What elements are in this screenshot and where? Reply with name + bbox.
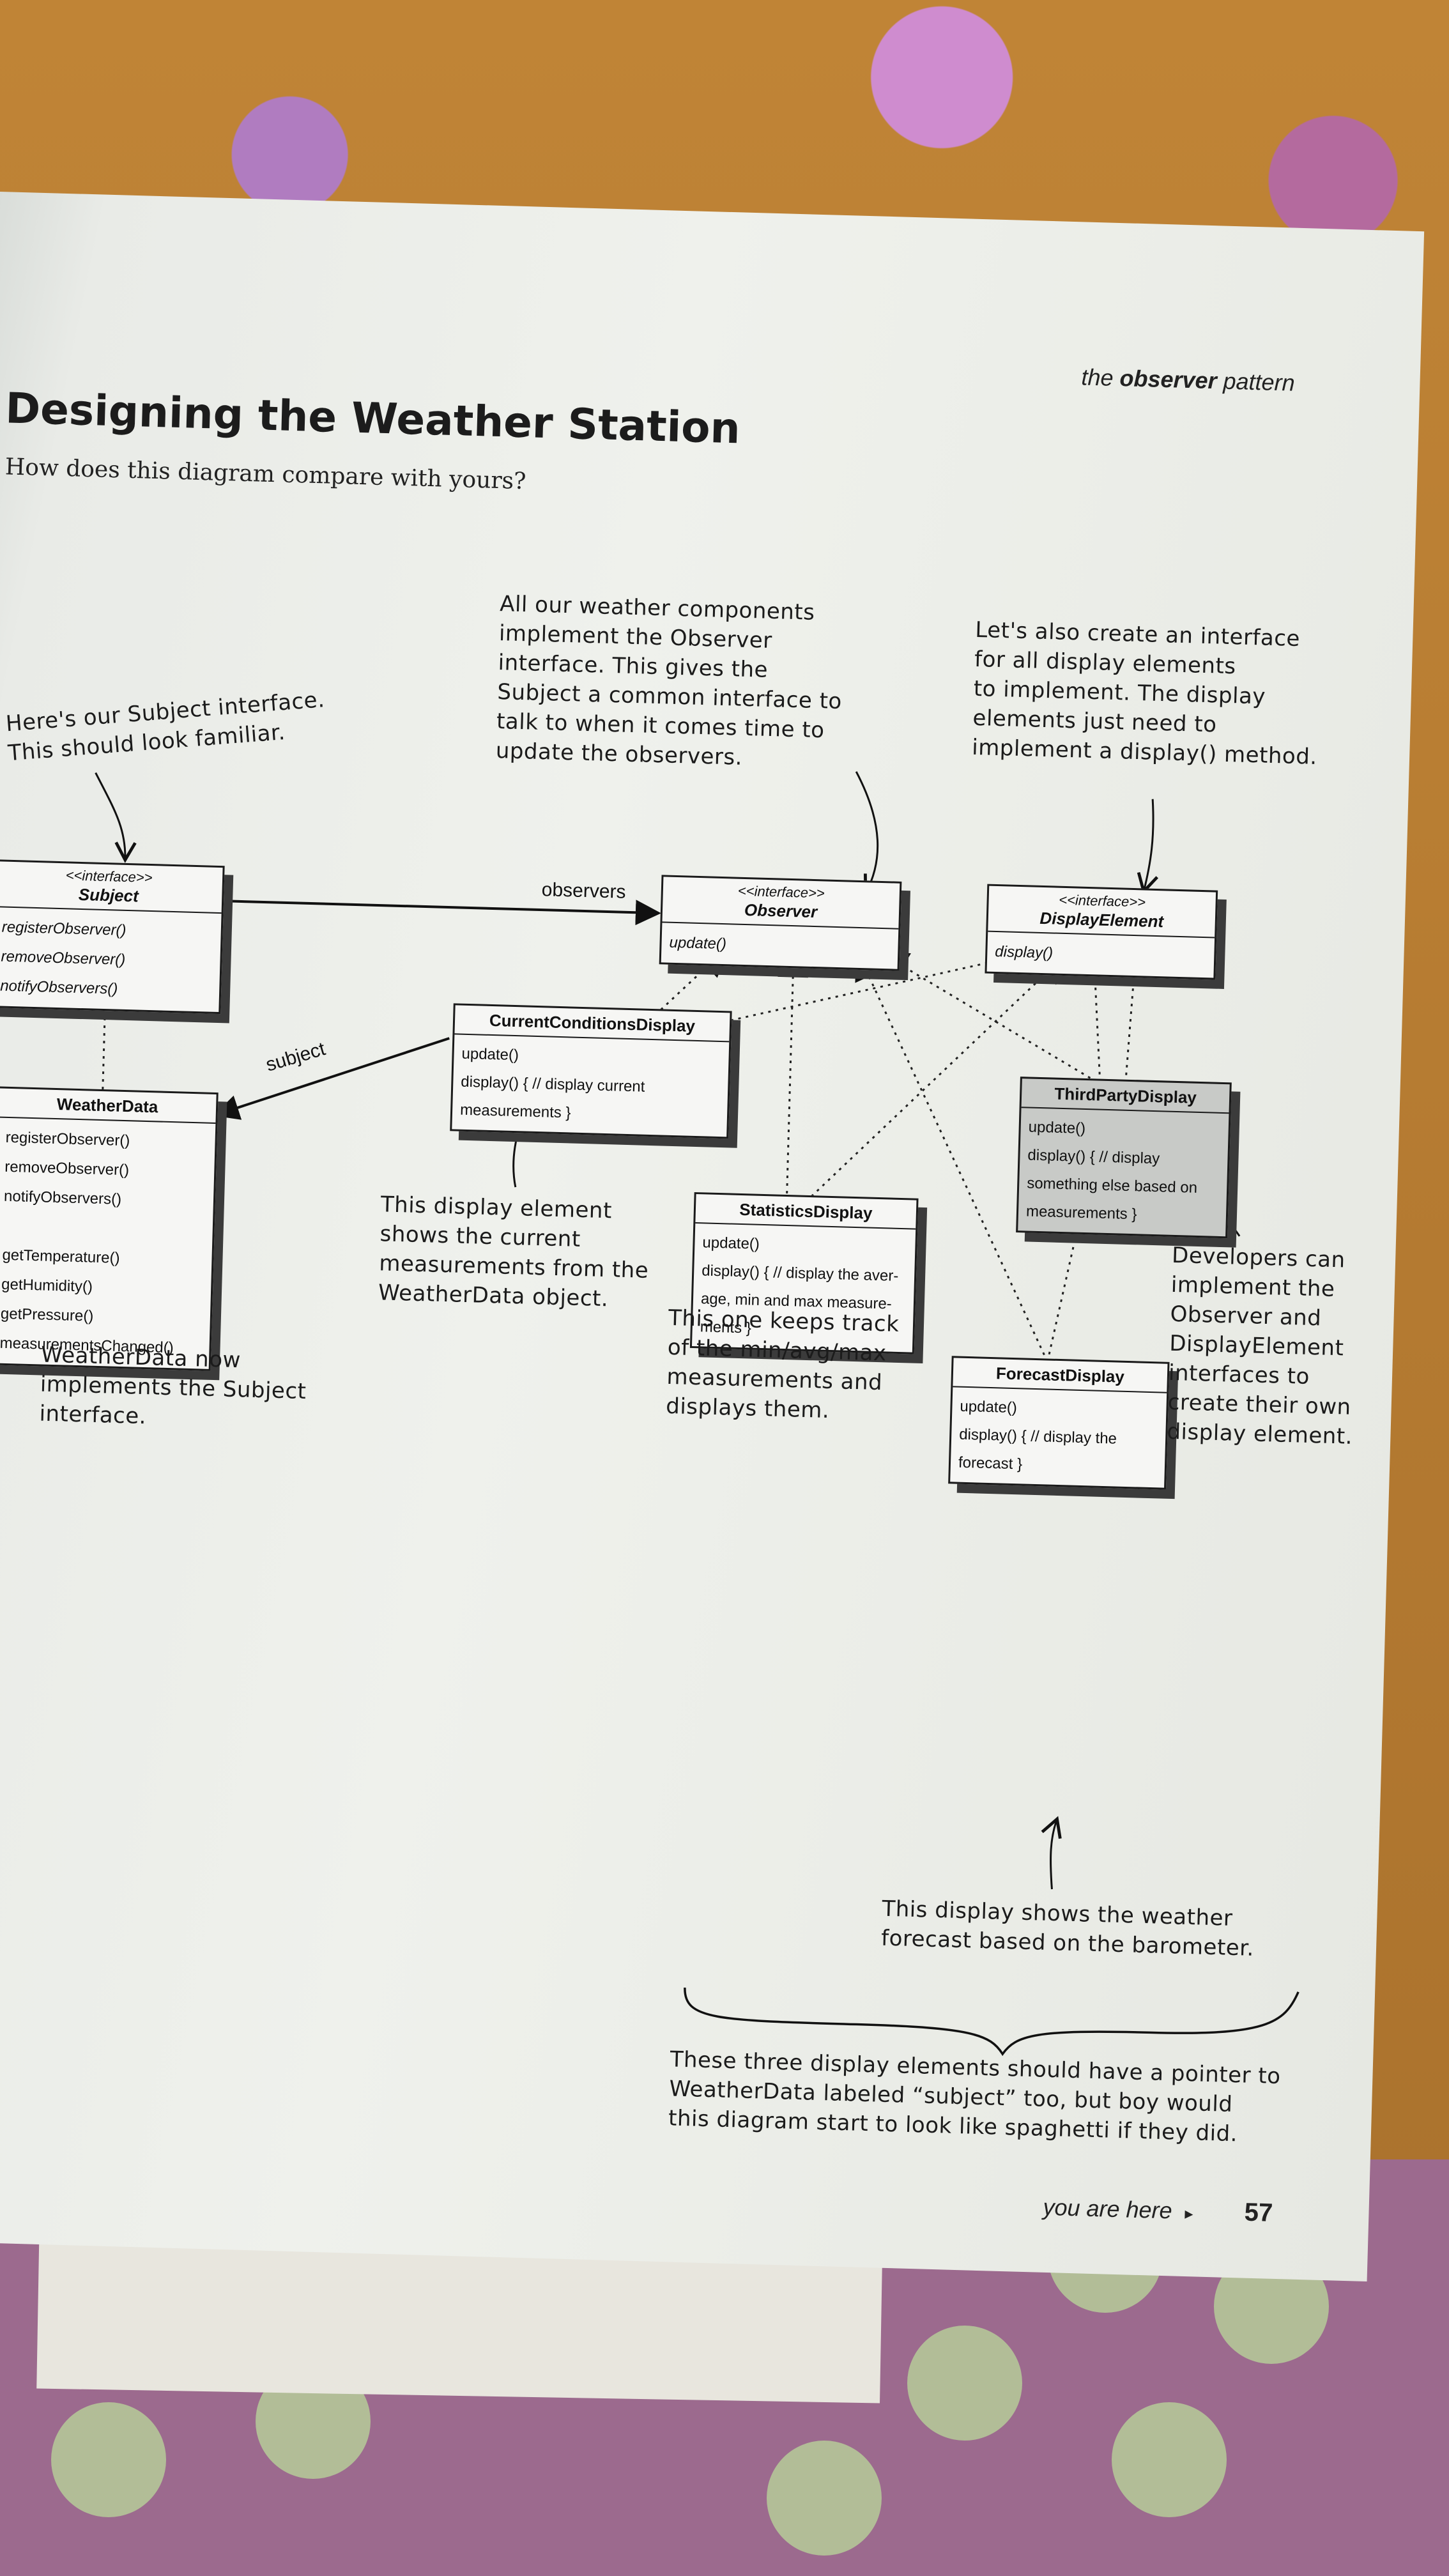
footer-arrow-icon: ▸ bbox=[1184, 2204, 1194, 2223]
page-number: 57 bbox=[1244, 2198, 1273, 2227]
uml-method: forecast } bbox=[958, 1453, 1023, 1473]
note-line: Observer and bbox=[1170, 1301, 1322, 1331]
bottom-note: These three display elements should have… bbox=[668, 2044, 1282, 2150]
note-line: Developers can bbox=[1171, 1242, 1346, 1273]
uml-class-header: <<interface>> Subject bbox=[0, 861, 223, 914]
note-line: interfaces to bbox=[1168, 1360, 1310, 1390]
statistics-note: This one keeps track of the min/avg/max … bbox=[666, 1303, 900, 1427]
uml-class-name: StatisticsDisplay bbox=[739, 1199, 873, 1223]
thirdparty-realizes-display-a bbox=[1091, 956, 1103, 1082]
subject-association bbox=[213, 1037, 450, 1120]
uml-method: notifyObservers() bbox=[0, 977, 118, 998]
uml-class-header: <<interface>> DisplayElement bbox=[988, 885, 1216, 939]
uml-forecast-class: ForecastDisplay update() display() { // … bbox=[948, 1356, 1170, 1490]
uml-method-list: update() display() { // display somethin… bbox=[1018, 1108, 1229, 1236]
display-note-arrow bbox=[1137, 799, 1158, 895]
note-line: implement the bbox=[1170, 1271, 1335, 1303]
uml-currentconditions-class: CurrentConditionsDisplay update() displa… bbox=[450, 1003, 732, 1139]
uml-method: measurements } bbox=[1025, 1202, 1137, 1223]
cloth-flower bbox=[51, 2402, 166, 2517]
uml-method: notifyObservers() bbox=[3, 1187, 122, 1208]
note-line: create their own bbox=[1167, 1389, 1352, 1420]
uml-class-name: ForecastDisplay bbox=[995, 1363, 1125, 1386]
forecast-realizes-observer bbox=[847, 952, 1048, 1363]
uml-thirdparty-class: ThirdPartyDisplay update() display() { /… bbox=[1016, 1077, 1232, 1239]
forecast-note-arrow bbox=[1041, 1816, 1062, 1890]
uml-method-list: registerObserver() removeObserver() noti… bbox=[0, 907, 222, 1012]
uml-method-list: registerObserver() removeObserver() noti… bbox=[0, 1117, 215, 1368]
footer-text: you are here bbox=[1042, 2193, 1173, 2224]
uml-class-name: WeatherData bbox=[56, 1094, 158, 1117]
uml-observer-interface: <<interface>> Observer update() bbox=[659, 875, 902, 971]
uml-method: update() bbox=[669, 933, 727, 953]
display-note: Let's also create an interface for all d… bbox=[972, 615, 1321, 772]
cloth-flower bbox=[767, 2441, 882, 2556]
uml-displayelement-interface: <<interface>> DisplayElement display() bbox=[985, 884, 1218, 980]
uml-method-list: update() display() { // display the fore… bbox=[950, 1387, 1167, 1487]
current-display-note: This display element shows the current m… bbox=[378, 1190, 650, 1315]
uml-class-name: CurrentConditionsDisplay bbox=[489, 1010, 696, 1036]
uml-subject-interface: <<interface>> Subject registerObserver()… bbox=[0, 859, 225, 1015]
thirdparty-note: Developers can implement the Observer an… bbox=[1167, 1241, 1358, 1452]
observers-association bbox=[223, 900, 661, 926]
uml-method-list: update() bbox=[661, 923, 899, 969]
subject-note-arrow bbox=[95, 772, 137, 863]
uml-method: display() bbox=[995, 942, 1054, 962]
uml-class-name: ThirdPartyDisplay bbox=[1054, 1084, 1197, 1107]
weatherdata-realizes-subject bbox=[103, 936, 107, 1090]
observer-note: All our weather components implement the… bbox=[495, 589, 845, 775]
uml-class-header: <<interface>> Observer bbox=[662, 877, 900, 930]
uml-method-list: display() bbox=[987, 932, 1215, 978]
stats-realizes-observer bbox=[786, 950, 793, 1202]
observers-link-label: observers bbox=[541, 879, 626, 903]
weatherdata-note: WeatherData now implements the Subject i… bbox=[39, 1340, 307, 1436]
thirdparty-realizes-display-b bbox=[1126, 957, 1135, 1083]
book-page: the observer pattern Designing the Weath… bbox=[0, 192, 1425, 2282]
forecast-note: This display shows the weather forecast … bbox=[881, 1894, 1255, 1963]
observer-note-arrow bbox=[855, 771, 884, 896]
curly-brace bbox=[684, 1987, 1300, 2057]
cloth-flower bbox=[1112, 2402, 1227, 2517]
note-line: DisplayElement bbox=[1169, 1330, 1344, 1361]
uml-method-list: update() display() { // display current … bbox=[452, 1034, 729, 1137]
cloth-flower bbox=[907, 2326, 1022, 2441]
note-line: display element. bbox=[1166, 1418, 1353, 1450]
uml-weatherdata-class: WeatherData registerObserver() removeObs… bbox=[0, 1086, 218, 1371]
